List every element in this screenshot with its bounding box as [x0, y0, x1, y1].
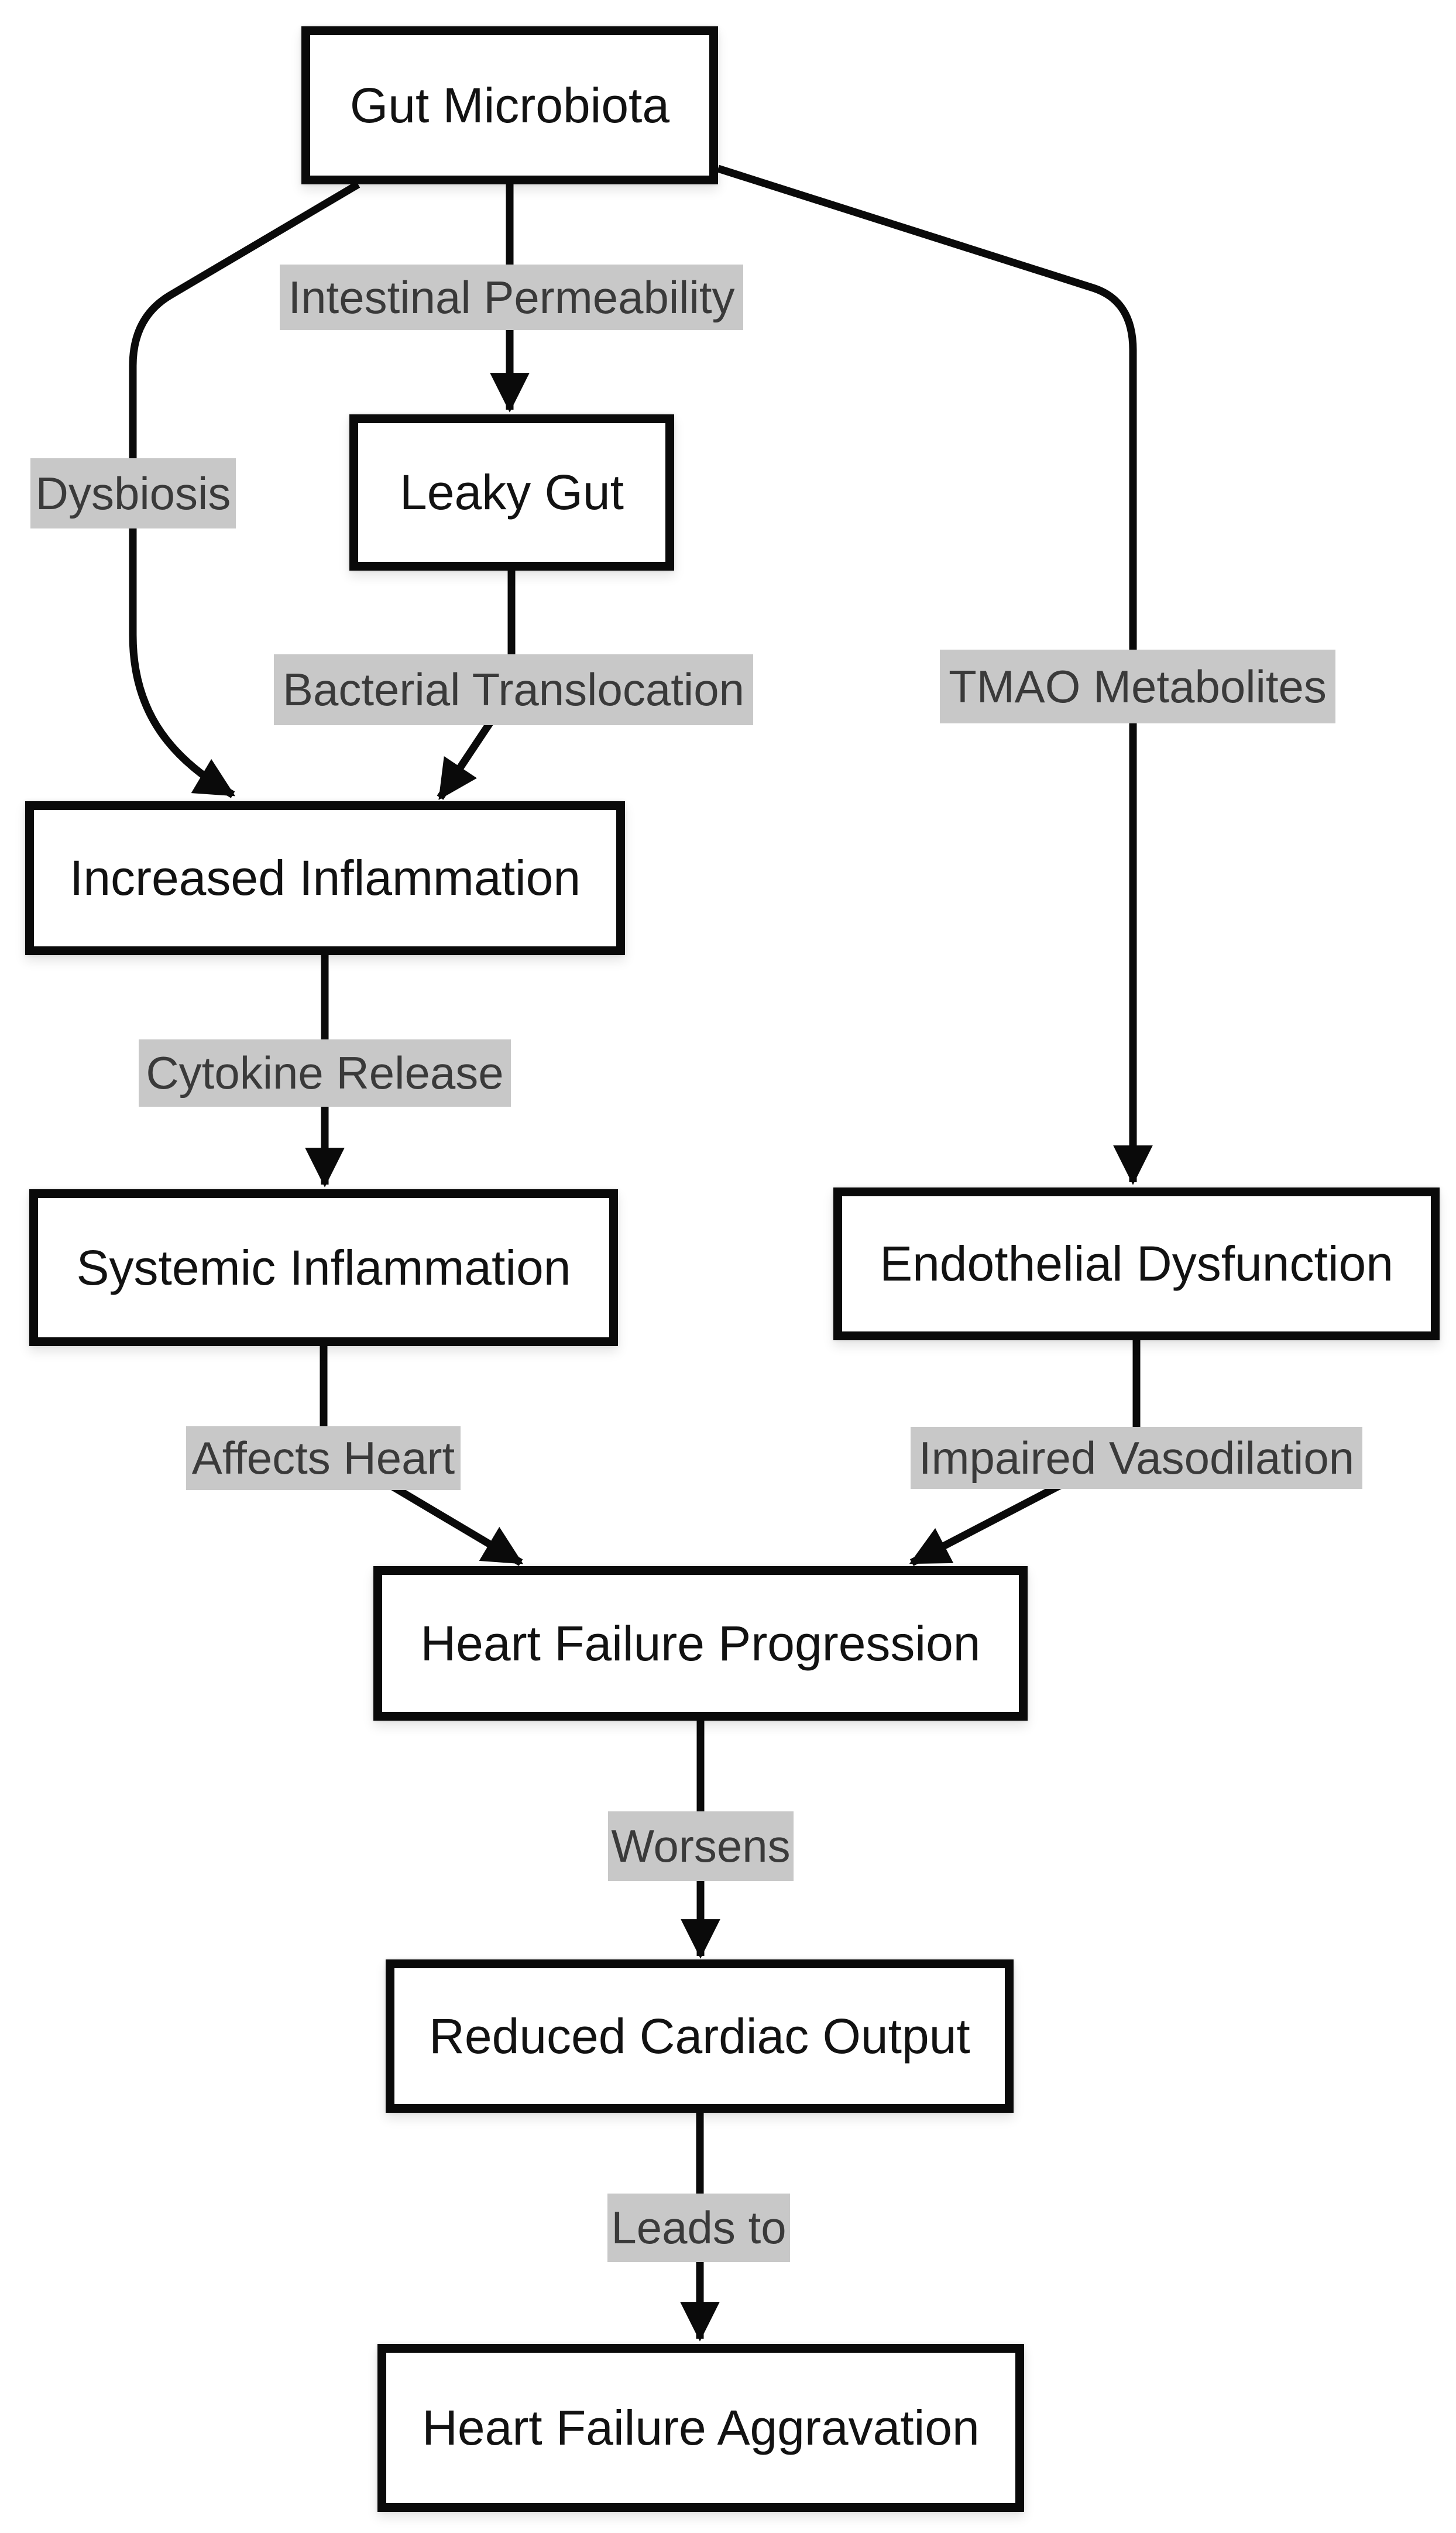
node-systemic-inflammation: Systemic Inflammation	[29, 1189, 618, 1346]
edge-label-bacterial-translocation: Bacterial Translocation	[274, 654, 753, 725]
node-increased-inflammation-label: Increased Inflammation	[69, 850, 581, 905]
edge-label-dysbiosis: Dysbiosis	[30, 458, 236, 528]
edge-gut-microbiota-to-increased-inflammation	[129, 181, 360, 798]
node-leaky-gut: Leaky Gut	[349, 414, 674, 571]
edge-label-intestinal-permeability-text: Intestinal Permeability	[288, 271, 735, 323]
node-endothelial-dysfunction-label: Endothelial Dysfunction	[880, 1236, 1393, 1291]
node-heart-failure-aggravation: Heart Failure Aggravation	[377, 2344, 1024, 2512]
edge-label-bacterial-translocation-text: Bacterial Translocation	[282, 664, 745, 715]
edge-label-affects-heart: Affects Heart	[186, 1426, 461, 1490]
node-reduced-cardiac-output: Reduced Cardiac Output	[386, 1959, 1014, 2113]
edge-label-tmao-metabolites: TMAO Metabolites	[940, 650, 1335, 723]
node-leaky-gut-label: Leaky Gut	[400, 465, 624, 520]
edge-gut-microbiota-to-endothelial-dysfunction	[717, 164, 1153, 1185]
edge-label-tmao-metabolites-text: TMAO Metabolites	[949, 660, 1327, 712]
edge-label-intestinal-permeability: Intestinal Permeability	[280, 265, 743, 330]
edge-label-dysbiosis-text: Dysbiosis	[35, 467, 231, 519]
edge-label-impaired-vasodilation: Impaired Vasodilation	[911, 1427, 1362, 1489]
edge-label-worsens-text: Worsens	[611, 1820, 791, 1872]
edge-label-worsens: Worsens	[608, 1811, 794, 1881]
node-gut-microbiota: Gut Microbiota	[301, 26, 718, 184]
node-endothelial-dysfunction: Endothelial Dysfunction	[833, 1187, 1440, 1340]
node-reduced-cardiac-output-label: Reduced Cardiac Output	[429, 2008, 970, 2064]
edge-label-leads-to: Leads to	[607, 2194, 790, 2262]
edge-label-cytokine-release: Cytokine Release	[139, 1039, 511, 1107]
node-gut-microbiota-label: Gut Microbiota	[349, 77, 670, 133]
node-systemic-inflammation-label: Systemic Inflammation	[76, 1240, 571, 1295]
edge-label-leads-to-text: Leads to	[611, 2202, 787, 2253]
node-heart-failure-progression: Heart Failure Progression	[373, 1566, 1028, 1721]
node-heart-failure-aggravation-label: Heart Failure Aggravation	[422, 2400, 980, 2455]
edge-label-impaired-vasodilation-text: Impaired Vasodilation	[918, 1432, 1355, 1484]
edge-label-affects-heart-text: Affects Heart	[191, 1432, 455, 1484]
node-heart-failure-progression-label: Heart Failure Progression	[420, 1615, 981, 1671]
edge-label-cytokine-release-text: Cytokine Release	[146, 1047, 504, 1099]
node-increased-inflammation: Increased Inflammation	[25, 801, 625, 955]
